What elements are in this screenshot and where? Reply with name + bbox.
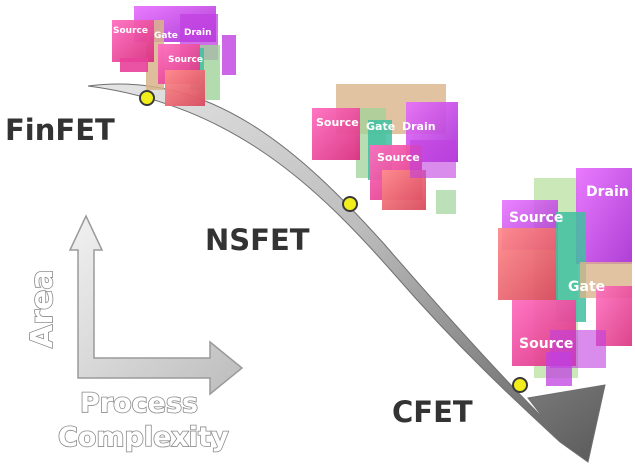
area-axis-label: Area <box>25 269 60 348</box>
cfet-model <box>498 168 632 386</box>
cfet-marker <box>512 377 528 393</box>
cfet-source-top-label: Source <box>509 210 563 226</box>
finfet-drain-label: Drain <box>184 28 211 38</box>
cfet-source-bottom-label: Source <box>519 336 573 352</box>
nsfet-source-top-label: Source <box>316 116 359 129</box>
complexity-label: Complexity <box>58 422 229 453</box>
nsfet-label: NSFET <box>205 223 310 257</box>
nsfet-marker <box>342 196 358 212</box>
nsfet-source-bottom-label: Source <box>377 151 420 164</box>
finfet-gate-label: Gate <box>154 31 178 41</box>
nsfet-drain-label: Drain <box>402 120 436 133</box>
finfet-model <box>112 6 236 106</box>
finfet-marker <box>139 90 155 106</box>
nsfet-model <box>312 84 458 214</box>
axis-indicator <box>68 214 244 396</box>
finfet-label: FinFET <box>5 113 115 147</box>
finfet-source-top-label: Source <box>113 26 148 36</box>
cfet-gate-label: Gate <box>568 279 605 295</box>
cfet-drain-label: Drain <box>586 184 629 200</box>
cfet-label: CFET <box>392 395 473 429</box>
process-label: Process <box>80 388 198 419</box>
trend-arrow <box>87 83 606 463</box>
finfet-source-bottom-label: Source <box>168 55 203 65</box>
nsfet-gate-label: Gate <box>366 120 395 133</box>
